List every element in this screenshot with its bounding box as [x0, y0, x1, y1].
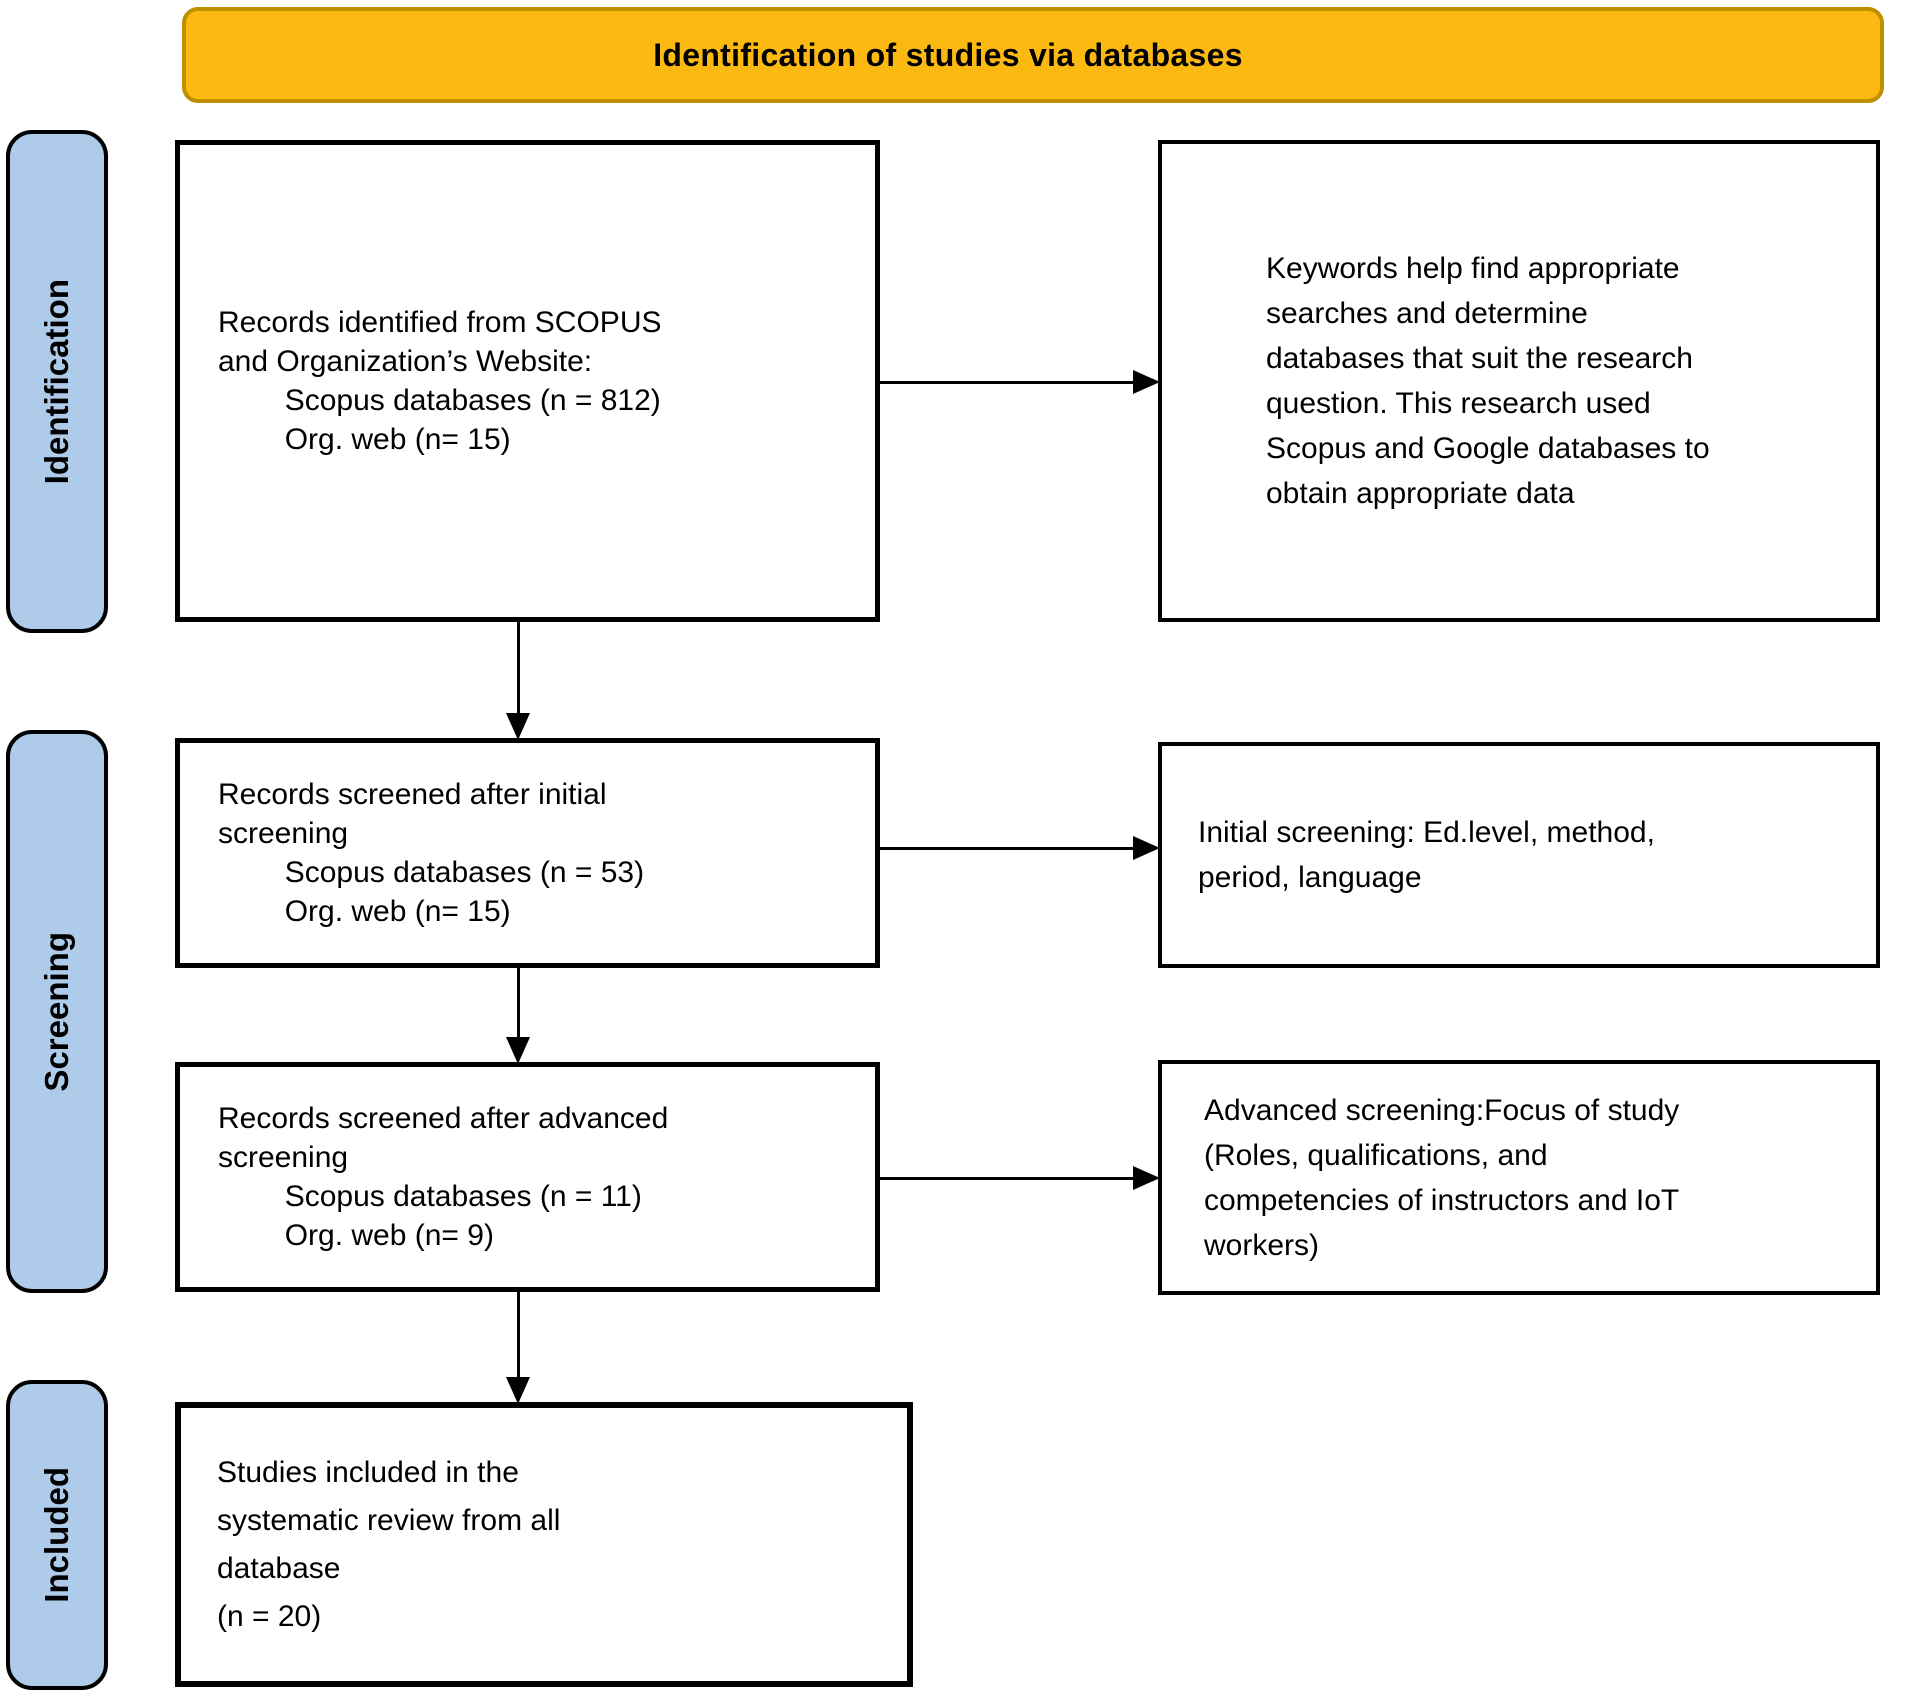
arrow-down-advanced-to-included — [505, 1290, 531, 1404]
box-included-studies-text: Studies included in the systematic revie… — [217, 1455, 561, 1633]
banner-title: Identification of studies via databases — [653, 36, 1243, 73]
box-keywords-note-text: Keywords help find appropriate searches … — [1266, 252, 1710, 510]
arrow-head-down-icon — [506, 1037, 530, 1064]
stage-tab-included: Included — [6, 1380, 108, 1690]
arrow-shaft — [880, 1176, 1135, 1180]
arrow-head-down-icon — [506, 1377, 530, 1404]
arrow-shaft — [516, 966, 520, 1039]
stage-label-identification: Identification — [38, 278, 75, 485]
box-advanced-screening-records-text: Records screened after advanced screenin… — [218, 1102, 669, 1252]
box-initial-screening-records-text: Records screened after initial screening… — [218, 778, 645, 928]
arrow-head-right-icon — [1133, 370, 1160, 394]
box-initial-screening-records: Records screened after initial screening… — [175, 738, 880, 968]
arrow-head-down-icon — [506, 713, 530, 740]
stage-tab-identification: Identification — [6, 130, 108, 633]
box-advanced-screening-records: Records screened after advanced screenin… — [175, 1062, 880, 1292]
stage-label-included: Included — [38, 1467, 75, 1603]
arrow-head-right-icon — [1133, 836, 1160, 860]
box-records-identified: Records identified from SCOPUS and Organ… — [175, 140, 880, 622]
arrow-right-advanced-records-to-criteria — [880, 1165, 1160, 1191]
arrow-down-identification-to-initial-screening — [505, 622, 531, 740]
arrow-shaft — [880, 380, 1135, 384]
stage-tab-screening: Screening — [6, 730, 108, 1293]
arrow-right-initial-records-to-criteria — [880, 835, 1160, 861]
arrow-shaft — [516, 622, 520, 715]
box-included-studies: Studies included in the systematic revie… — [175, 1402, 913, 1687]
box-advanced-screening-criteria-text: Advanced screening:Focus of study (Roles… — [1204, 1093, 1680, 1262]
box-records-identified-text: Records identified from SCOPUS and Organ… — [218, 306, 662, 456]
box-initial-screening-criteria: Initial screening: Ed.level, method, per… — [1158, 742, 1880, 968]
stage-label-screening: Screening — [38, 931, 75, 1092]
box-keywords-note: Keywords help find appropriate searches … — [1158, 140, 1880, 622]
arrow-down-initial-to-advanced-screening — [505, 966, 531, 1064]
box-advanced-screening-criteria: Advanced screening:Focus of study (Roles… — [1158, 1060, 1880, 1295]
banner: Identification of studies via databases — [182, 7, 1884, 103]
arrow-shaft — [516, 1290, 520, 1379]
box-initial-screening-criteria-text: Initial screening: Ed.level, method, per… — [1198, 816, 1655, 894]
arrow-head-right-icon — [1133, 1166, 1160, 1190]
arrow-right-records-to-keywords-note — [880, 369, 1160, 395]
arrow-shaft — [880, 846, 1135, 850]
